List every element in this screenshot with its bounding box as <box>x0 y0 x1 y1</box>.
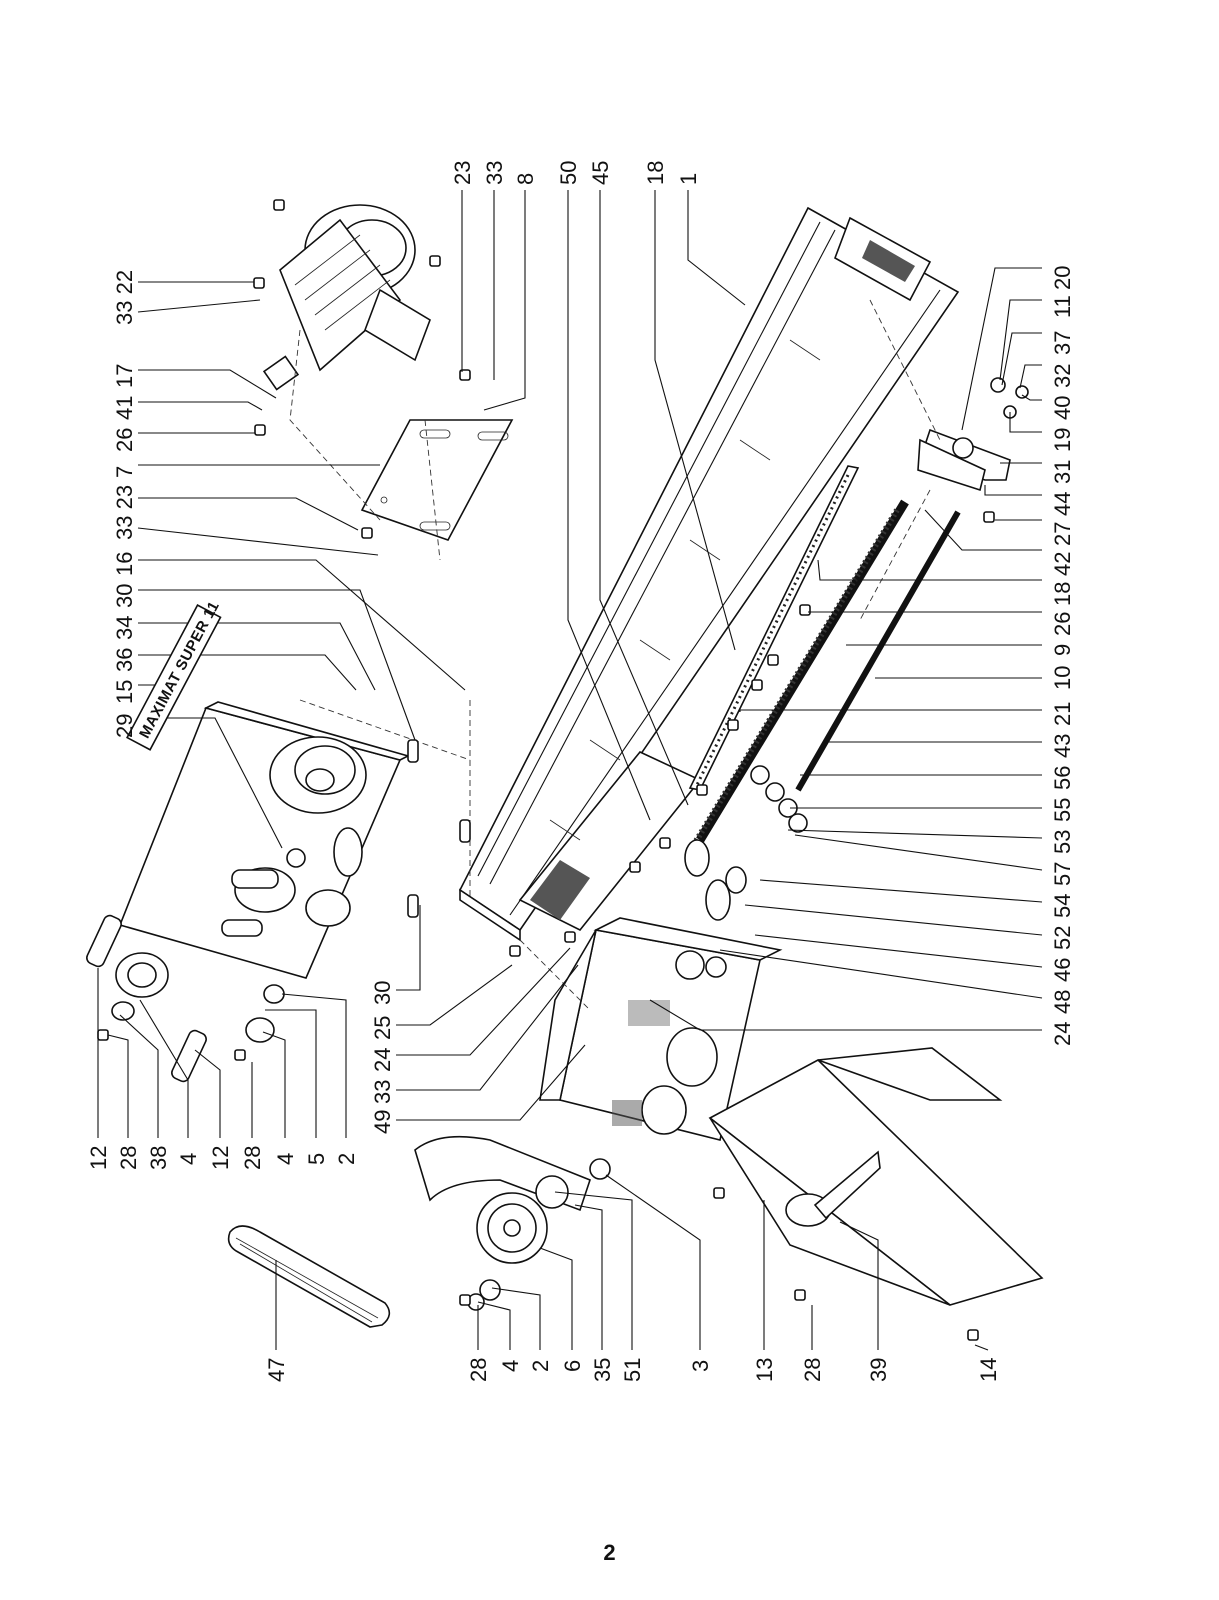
callout-label: 20 <box>1050 266 1075 290</box>
callout-label: 3 <box>688 1360 713 1372</box>
callout-label: 57 <box>1050 862 1075 886</box>
callout-label: 23 <box>450 161 475 185</box>
callout-label: 7 <box>112 466 137 478</box>
callout-label: 33 <box>370 1080 395 1104</box>
callout-label: 28 <box>466 1358 491 1382</box>
motor <box>262 204 431 391</box>
callouts-top-row: 23 33 8 50 45 18 1 <box>450 161 701 185</box>
callout-label: 21 <box>1050 702 1075 726</box>
lathe-bed <box>458 206 960 942</box>
callout-label: 18 <box>643 161 668 185</box>
assembly-lines <box>289 299 941 1011</box>
callout-label: 25 <box>370 1016 395 1040</box>
callout-label: 41 <box>112 396 137 420</box>
callouts-left-column: 33 22 17 41 26 7 33 23 33 16 30 34 36 15… <box>112 270 137 738</box>
callout-label: 52 <box>1050 926 1075 950</box>
callout-label: 9 <box>1050 644 1075 656</box>
callout-label: 8 <box>513 173 538 185</box>
callout-label: 28 <box>240 1146 265 1170</box>
callout-label: 2 <box>528 1360 553 1372</box>
callout-label: 1 <box>676 173 701 185</box>
callout-label: 13 <box>752 1358 777 1382</box>
callout-label: 33 23 <box>112 485 137 540</box>
callout-label: 30 <box>112 584 137 608</box>
callout-label: 11 <box>1050 295 1075 318</box>
callout-label: 4 <box>273 1153 298 1165</box>
callout-label: 35 <box>590 1358 615 1382</box>
callout-label: 4 <box>176 1153 201 1165</box>
callout-label: 4 <box>498 1360 523 1372</box>
callout-label: 5 <box>304 1153 329 1165</box>
callouts-bottom-row: 12 28 38 4 12 28 4 5 2 47 28 4 2 6 35 51… <box>86 1146 1001 1382</box>
callout-label: 43 <box>1050 734 1075 758</box>
callout-label: 32 <box>1050 364 1075 388</box>
leader-lines <box>97 190 1043 1351</box>
callout-label: 47 <box>264 1358 289 1382</box>
pulleys <box>86 914 285 1083</box>
motor-plate <box>360 419 514 541</box>
callout-label: 49 <box>370 1110 395 1134</box>
callout-label: 24 <box>370 1048 395 1072</box>
page-number: 2 <box>603 1540 616 1565</box>
chip-tray <box>708 1047 1044 1306</box>
callouts-right-column: 20 11 37 32 40 19 31 44 27 42 18 26 9 10… <box>1050 266 1075 1046</box>
callout-label: 33 22 <box>112 270 137 325</box>
callout-label: 45 <box>588 161 613 185</box>
callout-label: 48 <box>1050 990 1075 1014</box>
callout-label: 51 <box>620 1358 645 1382</box>
callout-label: 31 <box>1050 460 1075 484</box>
callout-label: 10 <box>1050 666 1075 690</box>
callout-label: 14 <box>976 1358 1001 1382</box>
gear-quadrant <box>414 1135 611 1311</box>
callout-label: 28 <box>800 1358 825 1382</box>
callout-label: 2 <box>334 1153 359 1165</box>
callout-label: 12 <box>208 1146 233 1170</box>
callout-label: 26 <box>112 428 137 452</box>
callout-label: 28 <box>116 1146 141 1170</box>
callout-label: 36 <box>112 648 137 672</box>
callout-label: 15 <box>112 680 137 704</box>
callout-label: 37 <box>1050 331 1075 355</box>
screws <box>97 199 995 1341</box>
headstock-box <box>118 701 411 979</box>
callout-label: 42 <box>1050 552 1075 576</box>
callout-label: 29 <box>112 714 137 738</box>
carriage-apron <box>539 917 783 1141</box>
callout-label: 34 <box>112 616 137 640</box>
callout-label: 33 <box>482 161 507 185</box>
callout-label: 56 <box>1050 766 1075 790</box>
callout-label: 38 <box>146 1146 171 1170</box>
callout-label: 40 <box>1050 396 1075 420</box>
callout-label: 18 <box>1050 582 1075 606</box>
callout-label: 46 <box>1050 958 1075 982</box>
end-bracket <box>917 377 1029 492</box>
callout-label: 27 <box>1050 522 1075 546</box>
callout-label: 54 <box>1050 894 1075 918</box>
drive-belt <box>227 1225 391 1328</box>
callout-label: 24 <box>1050 1022 1075 1046</box>
callout-label: 6 <box>560 1360 585 1372</box>
callout-label: 44 <box>1050 492 1075 516</box>
callout-label: 39 <box>866 1358 891 1382</box>
callout-label: 26 <box>1050 612 1075 636</box>
callout-label: 50 <box>556 161 581 185</box>
callout-label: 17 <box>112 364 137 388</box>
callouts-left-block: 30 25 24 33 49 <box>370 981 395 1134</box>
callout-label: 12 <box>86 1146 111 1170</box>
callout-label: 19 <box>1050 428 1075 452</box>
callout-label: 55 <box>1050 798 1075 822</box>
callout-label: 53 <box>1050 830 1075 854</box>
callout-label: 16 <box>112 552 137 576</box>
callout-label: 30 <box>370 981 395 1005</box>
